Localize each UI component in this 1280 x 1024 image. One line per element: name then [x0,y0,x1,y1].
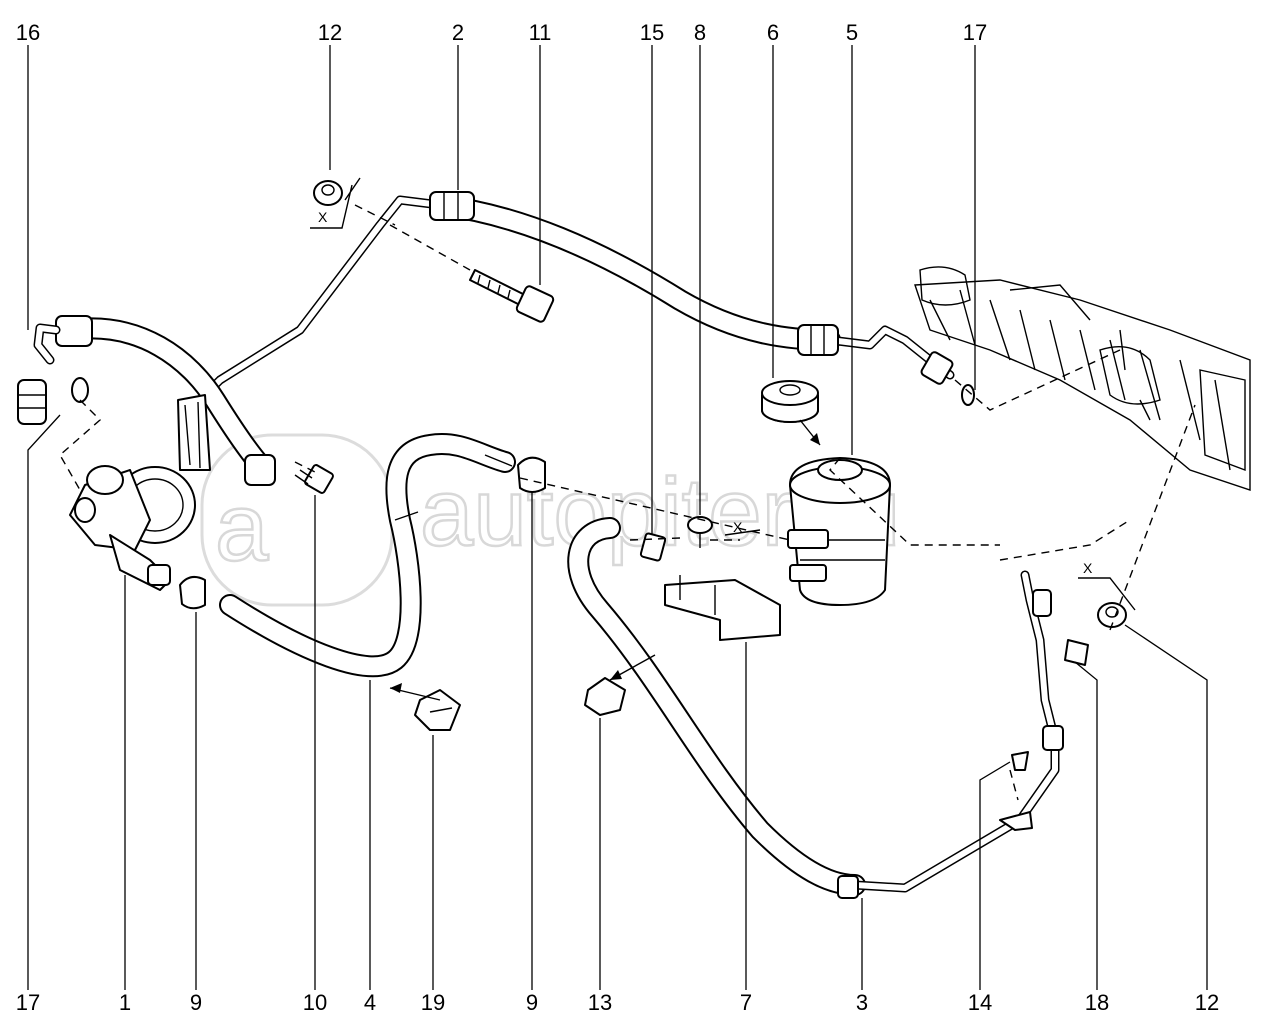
dimension-x-middle: X [733,519,743,535]
dimension-x-right: X [1083,560,1093,576]
label-19: 19 [421,990,445,1015]
reservoir-5 [787,457,891,606]
label-7: 7 [740,990,752,1015]
clamp-13 [584,677,626,716]
pump-pressure-hose [33,315,276,486]
leader-lines-bottom [27,414,1208,990]
label-1: 1 [119,990,131,1015]
labels-top: 16 12 2 11 15 8 6 5 17 [16,20,987,45]
reservoir-bracket-7 [664,575,781,641]
seal-17-left [71,377,89,403]
arrows [389,419,821,701]
label-11: 11 [529,20,552,45]
screw-8 [687,516,713,548]
clip-15 [639,532,667,562]
hose-4 [219,433,516,678]
dimension-x-top: X [318,209,328,225]
union-16 [17,379,47,425]
label-15: 15 [640,20,664,45]
clamp-9-left [179,575,206,610]
label-6: 6 [767,20,779,45]
pipe-2 [195,191,955,405]
label-14: 14 [968,990,992,1015]
clip-19 [414,689,461,731]
hose-3 [567,517,1064,899]
label-16: 16 [16,20,40,45]
label-3: 3 [856,990,868,1015]
label-12-top: 12 [318,20,342,45]
dimension-marks: X X X [310,177,1136,611]
label-12-bottom: 12 [1195,990,1219,1015]
bolt-11 [469,269,555,323]
label-8: 8 [694,20,706,45]
clip-18 [1064,639,1089,666]
power-steering-pump [69,465,196,591]
steering-rack [914,266,1251,491]
nut-12-right [1097,602,1127,628]
label-2: 2 [452,20,464,45]
label-10: 10 [303,990,327,1015]
label-17-bottom: 17 [16,990,40,1015]
watermark-logo-letter: a [215,474,269,581]
seal-17-right [961,384,975,406]
label-9-left: 9 [190,990,202,1015]
label-5: 5 [846,20,858,45]
leader-lines-top [27,45,976,535]
label-13: 13 [588,990,612,1015]
labels-bottom: 17 1 9 10 4 19 9 13 7 3 14 18 12 [16,990,1219,1015]
label-9-right: 9 [526,990,538,1015]
nut-12-top [313,180,343,206]
label-4: 4 [364,990,376,1015]
assembly-lines [59,204,1196,801]
bolt-10 [294,464,334,494]
clamp-9-right [517,456,546,493]
reservoir-cap-6 [761,380,819,423]
label-17-top: 17 [963,20,987,45]
label-18: 18 [1085,990,1109,1015]
clip-14 [999,751,1033,831]
